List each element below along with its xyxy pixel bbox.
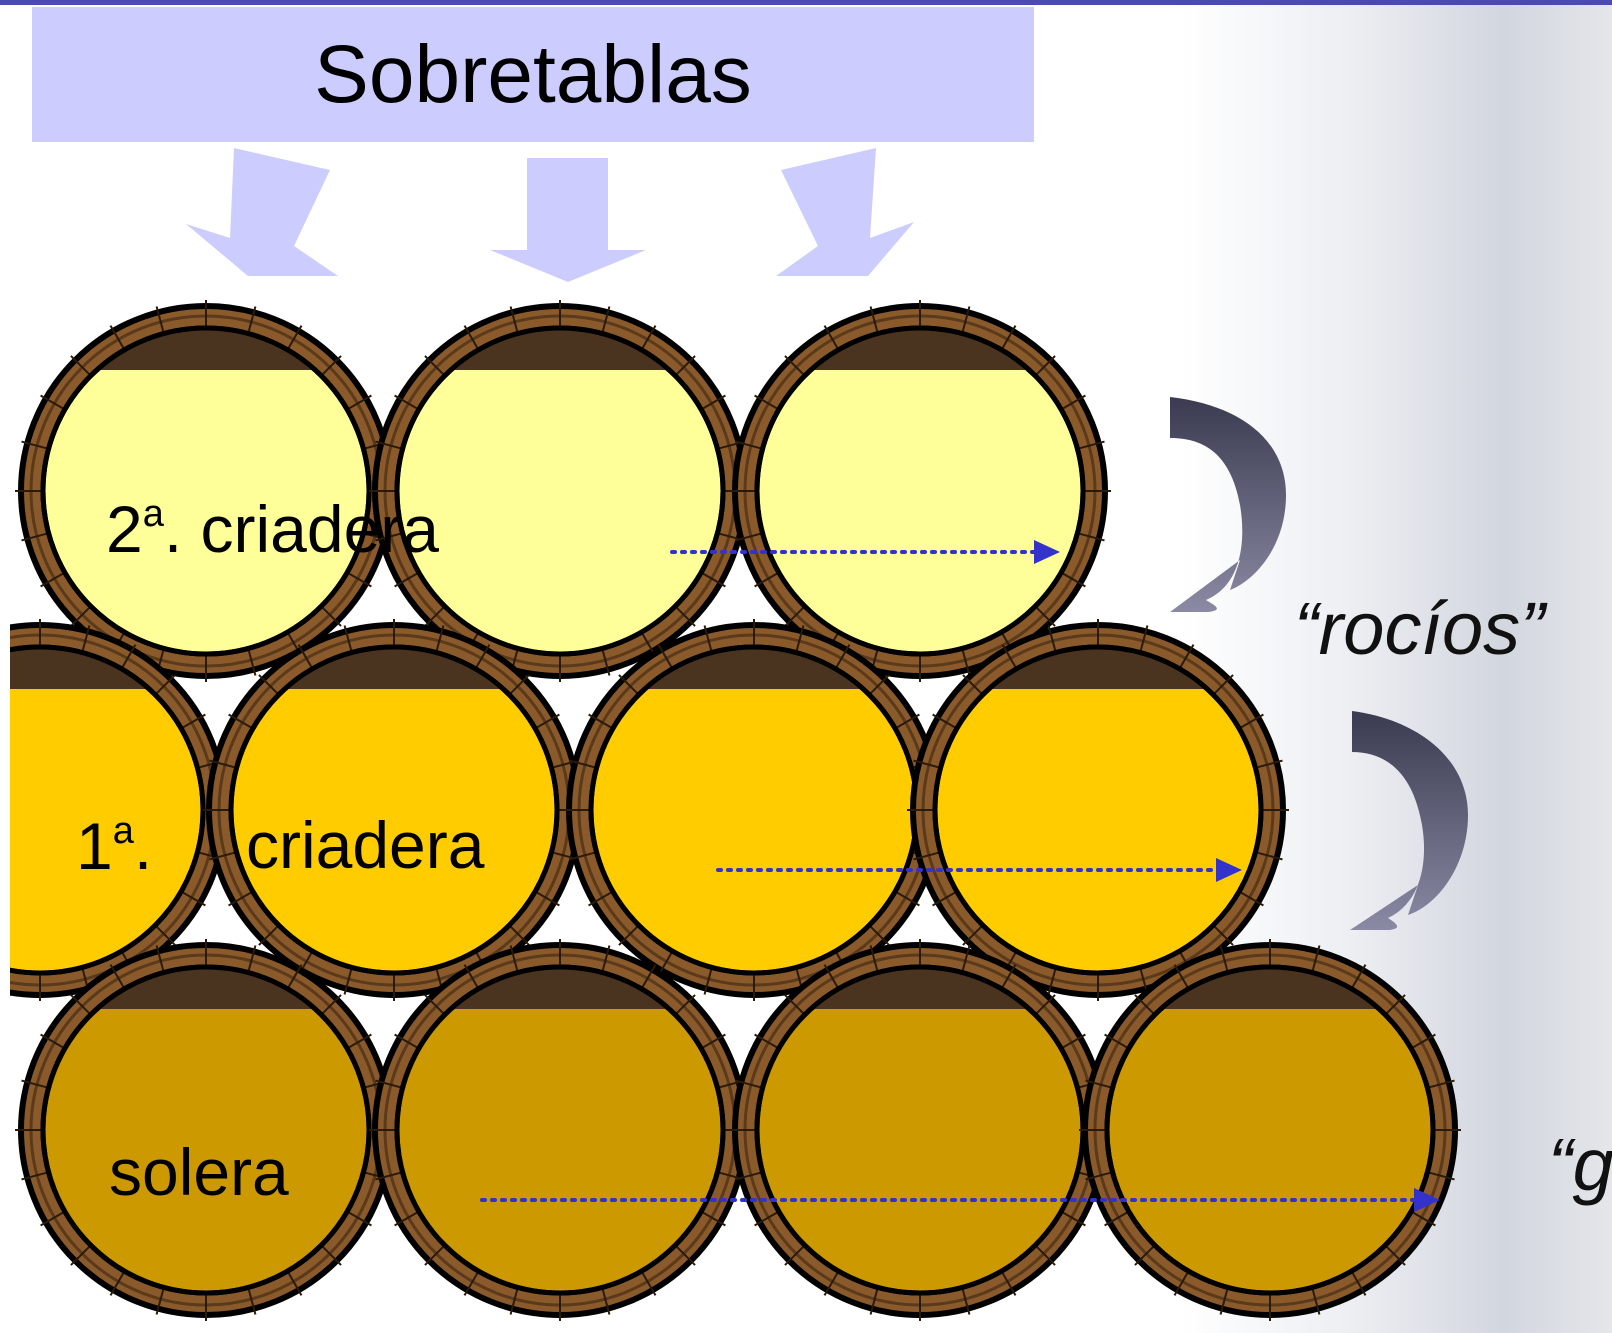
row-label-solera: solera: [109, 1139, 289, 1205]
cutoff-label: “g: [1548, 1123, 1612, 1206]
second-row-suffix: . criadera: [163, 492, 439, 566]
flow-arrow-second: [670, 540, 1060, 564]
first-row-number: 1: [76, 809, 113, 883]
flow-arrow-solera: [480, 1188, 1440, 1212]
second-row-ordinal: a: [142, 493, 164, 535]
barrel-first-2: [203, 619, 585, 1001]
curved-arrow-upper: [1170, 397, 1286, 612]
solera-label: solera: [109, 1135, 289, 1209]
second-row-number: 2: [106, 492, 143, 566]
first-row-ordinal: a: [112, 810, 134, 852]
down-arrow-left: [186, 148, 338, 276]
barrel-solera-4: [1079, 939, 1461, 1321]
barrel-second-3: [729, 300, 1111, 682]
banner-title: Sobretablas: [314, 28, 752, 120]
flow-arrow-first: [716, 858, 1242, 882]
barrel-second-2: [369, 300, 751, 682]
first-row-criadera: criadera: [246, 808, 485, 882]
barrel-solera-3: [729, 939, 1111, 1321]
row-label-first-num: 1a.: [76, 812, 152, 879]
row-label-second-criadera: 2a. criadera: [106, 495, 439, 562]
top-rule: [0, 0, 1612, 5]
barrel-second-1: [15, 300, 397, 682]
barrel-first-4: [907, 619, 1289, 1001]
down-arrow-center: [490, 158, 646, 282]
curved-arrow-lower: [1350, 711, 1468, 930]
barrel-solera-2: [369, 939, 751, 1321]
barrel-solera-1: [15, 939, 397, 1321]
row-label-first-criadera: criadera: [246, 812, 484, 878]
barrel-first-3: [563, 619, 945, 1001]
barrels-layer: [10, 300, 1461, 1321]
first-row-dot: .: [133, 809, 153, 883]
down-arrow-right: [776, 148, 914, 276]
flow-layer: [480, 540, 1440, 1212]
rocios-label: “rocíos”: [1294, 587, 1545, 670]
sobretablas-banner: Sobretablas: [32, 7, 1034, 142]
